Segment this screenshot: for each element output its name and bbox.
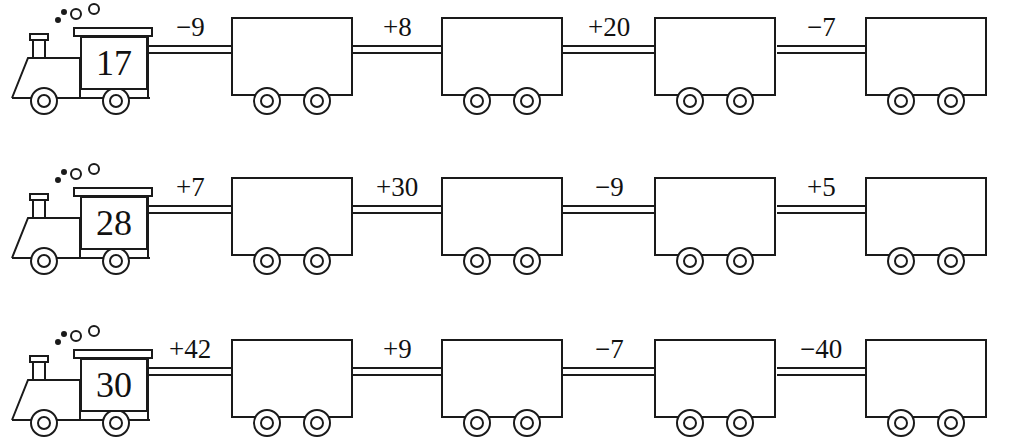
start-number: 28	[96, 205, 132, 241]
operation-label: −9	[593, 174, 626, 201]
operation-label: +9	[381, 336, 414, 363]
start-number: 30	[96, 367, 132, 403]
engine-cab-box: 17	[80, 36, 148, 90]
operation-label: +7	[174, 174, 207, 201]
engine-cab-box: 30	[80, 358, 148, 412]
engine-cab-box: 28	[80, 196, 148, 250]
operation-label: +8	[381, 14, 414, 41]
operation-label: −9	[174, 14, 207, 41]
operation-label: +30	[374, 174, 420, 201]
operation-label: +5	[805, 174, 838, 201]
start-number: 17	[96, 45, 132, 81]
operation-label: +42	[167, 336, 213, 363]
operation-label: −40	[798, 336, 844, 363]
operation-label: +20	[586, 14, 632, 41]
operation-label: −7	[805, 14, 838, 41]
operation-label: −7	[593, 336, 626, 363]
